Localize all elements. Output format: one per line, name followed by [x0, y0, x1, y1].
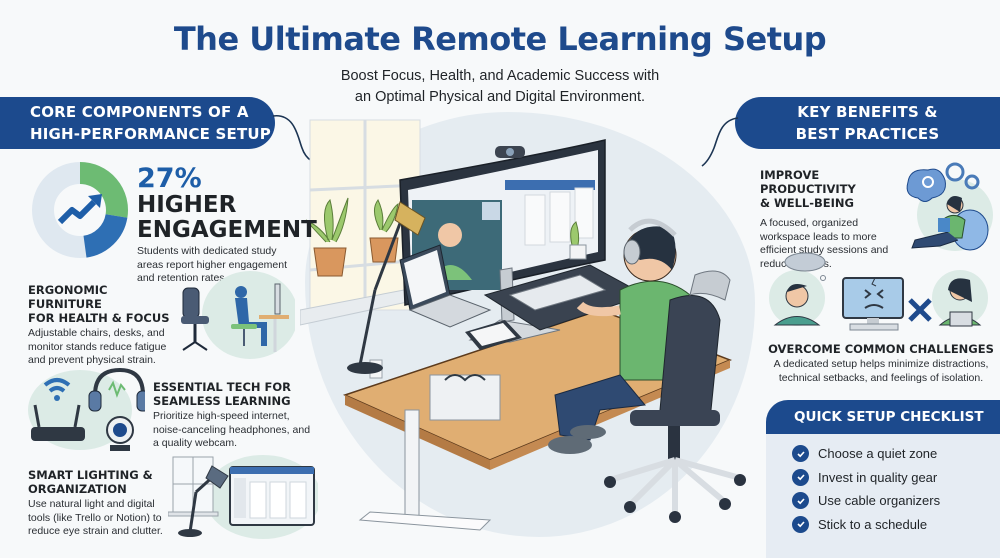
benefit-challenges-body-2: technical setbacks, and feelings of isol…	[778, 371, 984, 384]
checklist-item-label: Invest in quality gear	[818, 469, 938, 485]
student-desk-illustration	[300, 119, 746, 531]
feature-tech-title-2: SEAMLESS LEARNING	[153, 394, 291, 408]
engagement-body: Students with dedicated study areas repo…	[137, 245, 288, 284]
checkmark-icon	[792, 492, 809, 510]
checklist-items: Choose a quiet zone Invest in quality ge…	[766, 434, 1000, 536]
checklist-item: Invest in quality gear	[792, 466, 1000, 490]
checklist-item: Choose a quiet zone	[792, 442, 1000, 466]
benefit-productivity-title-2: & WELL-BEING	[760, 196, 854, 210]
feature-ergonomic-title-2: FOR HEALTH & FOCUS	[28, 311, 170, 325]
engagement-label-1: HIGHER	[137, 192, 237, 218]
feature-tech-body: Prioritize high-speed internet, noise-ca…	[153, 410, 311, 449]
page-title: The Ultimate Remote Learning Setup	[173, 20, 827, 58]
feature-tech-title-1: ESSENTIAL TECH FOR	[153, 380, 291, 394]
feature-tech: ESSENTIAL TECH FOR SEAMLESS LEARNING Pri…	[153, 380, 313, 451]
checkmark-icon	[792, 445, 809, 463]
core-components-header-line-1: CORE COMPONENTS OF A	[30, 103, 249, 121]
key-benefits-header: KEY BENEFITS & BEST PRACTICES	[735, 97, 1000, 149]
brain-gears-reader-icon	[906, 162, 993, 251]
checklist-item-label: Choose a quiet zone	[818, 446, 938, 462]
router-headphones-webcam-icon	[28, 367, 145, 451]
checklist-item: Stick to a schedule	[792, 513, 1000, 537]
checkmark-icon	[792, 468, 809, 486]
key-benefits-header-line-2: BEST PRACTICES	[795, 125, 940, 143]
right-connector-curve	[701, 117, 739, 167]
feature-ergonomic-title-1: ERGONOMIC FURNITURE	[28, 283, 108, 311]
checkmark-icon	[792, 515, 809, 533]
benefit-productivity: IMPROVE PRODUCTIVITY & WELL-BEING A focu…	[760, 168, 910, 271]
feature-ergonomic-body: Adjustable chairs, desks, and monitor st…	[28, 327, 167, 366]
subtitle-line-1: Boost Focus, Health, and Academic Succes…	[340, 68, 660, 84]
benefit-productivity-title-1: IMPROVE PRODUCTIVITY	[760, 168, 856, 196]
checklist-item: Use cable organizers	[792, 489, 1000, 513]
subtitle-line-2: an Optimal Physical and Digital Environm…	[354, 89, 646, 105]
engagement-stat: 27% HIGHER ENGAGEMENT Students with dedi…	[137, 163, 317, 286]
checklist-item-label: Stick to a schedule	[818, 516, 928, 532]
checklist-title: QUICK SETUP CHECKLIST	[766, 400, 1000, 434]
benefit-challenges-body-1: A dedicated setup helps minimize distrac…	[773, 358, 989, 370]
feature-lighting-body: Use natural light and digital tools (lik…	[28, 498, 163, 537]
benefit-productivity-body: A focused, organized workspace leads to …	[760, 217, 889, 270]
benefit-challenges: OVERCOME COMMON CHALLENGES A dedicated s…	[762, 342, 1000, 385]
engagement-donut-chart	[32, 162, 128, 258]
feature-ergonomic: ERGONOMIC FURNITURE FOR HEALTH & FOCUS A…	[28, 283, 178, 368]
core-components-header-line-2: HIGH-PERFORMANCE SETUP	[30, 125, 271, 143]
benefit-challenges-title: OVERCOME COMMON CHALLENGES	[768, 342, 994, 356]
engagement-percent: 27%	[137, 163, 202, 194]
quick-setup-checklist: QUICK SETUP CHECKLIST Choose a quiet zon…	[766, 400, 1000, 558]
checklist-item-label: Use cable organizers	[818, 493, 941, 509]
engagement-label-2: ENGAGEMENT	[137, 217, 317, 243]
feature-lighting: SMART LIGHTING & ORGANIZATION Use natura…	[28, 468, 178, 539]
feature-lighting-title-2: ORGANIZATION	[28, 482, 127, 496]
trend-up-arrow-icon	[57, 194, 102, 225]
key-benefits-header-line-1: KEY BENEFITS &	[797, 103, 938, 121]
lamp-window-kanban-icon	[168, 455, 318, 539]
feature-lighting-title-1: SMART LIGHTING &	[28, 468, 153, 482]
ergonomic-chair-icon	[181, 271, 295, 359]
stressed-student-broken-computer-icon	[769, 252, 988, 331]
page-subtitle: Boost Focus, Health, and Academic Succes…	[0, 66, 1000, 108]
core-components-header: CORE COMPONENTS OF A HIGH-PERFORMANCE SE…	[0, 97, 275, 149]
